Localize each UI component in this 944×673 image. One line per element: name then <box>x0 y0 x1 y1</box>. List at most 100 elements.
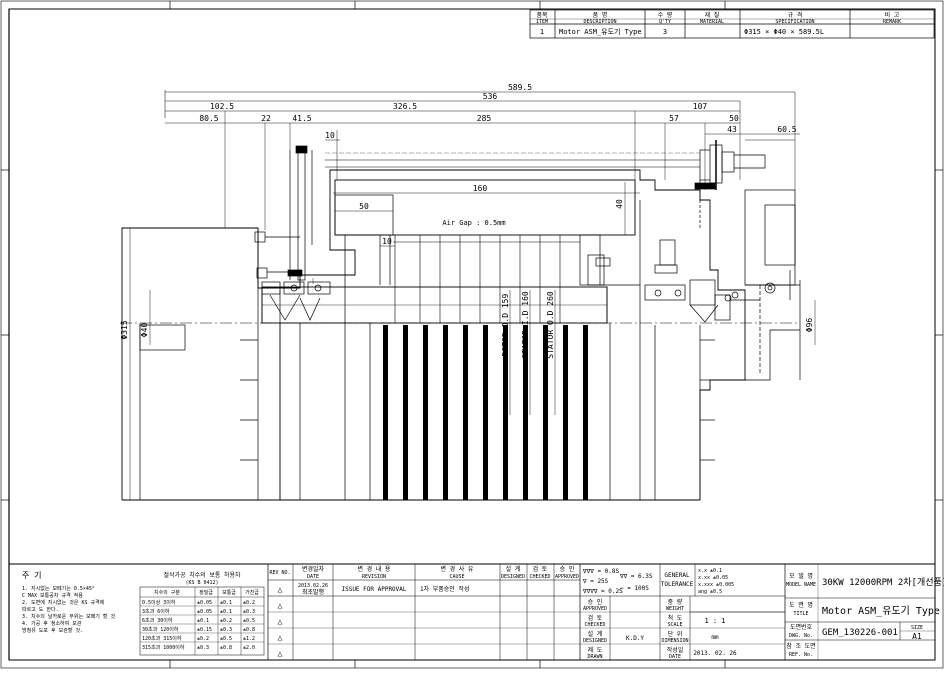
tolerance-subtitle: (KS B 0412) <box>185 580 218 586</box>
tolerance-header: 보통급 <box>222 590 236 596</box>
air-gap-note: Air Gap : 0.5mm <box>442 219 505 227</box>
tolerance-cell: 6초과 30이하 <box>142 617 173 624</box>
tolerance-header: 치수의 구분 <box>154 589 180 596</box>
tolerance-cell: ±0.15 <box>197 627 212 633</box>
note-line: 방청유 도포 후 보관할 것. <box>22 627 83 634</box>
weight-label-en: WEIGHT <box>666 606 684 612</box>
revision-text: ISSUE FOR APPROVAL <box>341 586 406 593</box>
revision-table <box>268 564 580 660</box>
dim-overall: 589.5 <box>508 83 532 92</box>
tolerance-cell: 3초과 6이하 <box>142 608 170 615</box>
dim-50-top: 50 <box>729 114 739 123</box>
drawn-label-en: DRAWN <box>587 654 602 660</box>
designed-label-ko: 설 계 <box>588 630 603 638</box>
dim-57: 57 <box>669 114 679 123</box>
model-name: 30KW 12000RPM 2차[개선품] <box>822 576 944 588</box>
model-label-ko: 모 델 명 <box>789 572 813 580</box>
dim-50: 50 <box>359 202 369 211</box>
parts-header-material-en: MATERIAL <box>700 19 724 25</box>
tolerance-cell: 315초과 1000이하 <box>142 644 185 651</box>
dimension-value: mm <box>711 634 719 641</box>
revision-header-approved-en: APPROVED <box>555 574 579 580</box>
ref-label-ko: 참 조 도면 <box>786 642 815 650</box>
parts-row-item: 1 <box>540 28 544 36</box>
size-value: A1 <box>912 632 922 641</box>
tolerance-header: 정밀급 <box>199 589 213 596</box>
parts-header-remark-en: REMARK <box>883 19 901 25</box>
drawing-title: Motor ASM_유도기 Type <box>822 605 940 617</box>
tolerance-title: 절삭가공 치수의 보통 허용차 <box>163 571 241 579</box>
dim-43: 43 <box>727 125 737 134</box>
note-line: 1. 지시없는 모떼기는 0.5×45° <box>22 585 95 592</box>
dwg-label-ko: 도면번호 <box>790 623 813 631</box>
revision-header-rev: REV NO. <box>269 570 290 576</box>
drawing-number: GEM_130226-001 <box>822 628 898 638</box>
dim-rotor-od: ROTOR O.D 159 <box>501 294 510 357</box>
general-tolerance-value: x.xxx ±0.005 <box>698 582 734 588</box>
note-line: C MAX 보통공차 규격 적용 <box>22 592 83 599</box>
dim-60-5: 60.5 <box>777 125 796 134</box>
general-notes: 주 기 1. 지시없는 모떼기는 0.5×45° C MAX 보통공차 규격 적… <box>22 571 115 634</box>
revision-header-date-ko: 변경일자 <box>302 565 325 573</box>
tolerance-cell: ±0.8 <box>243 627 255 633</box>
tolerance-table <box>139 586 265 656</box>
dim-phi96: Φ96 <box>805 318 814 333</box>
revision-rev-mark-empty: △ <box>278 633 283 642</box>
tolerance-cell: ±0.2 <box>197 636 209 642</box>
tolerance-cell: ±0.8 <box>220 645 232 651</box>
scale-label-en: SCALE <box>667 622 682 628</box>
title-label-ko: 도 면 명 <box>789 601 813 609</box>
revision-header-cause-en: CAUSE <box>449 574 464 580</box>
ref-label-en: REF. No. <box>789 652 813 658</box>
parts-header-desc-en: DESCRIPTION <box>583 19 616 25</box>
revision-header-designed-en: DESIGNED <box>501 574 525 580</box>
dim-80-5: 80.5 <box>199 114 218 123</box>
dim-326-5: 326.5 <box>393 102 417 111</box>
scale-label-ko: 척 도 <box>668 614 683 622</box>
dim-22: 22 <box>261 114 271 123</box>
tolerance-cell: ±1.2 <box>243 636 255 642</box>
designed-label-en: DESIGNED <box>583 638 607 644</box>
surface-finish-5: ∼ = 100S <box>620 585 649 592</box>
tolerance-cell: ±0.3 <box>197 645 209 651</box>
checked-label-ko: 검 토 <box>588 615 603 622</box>
notes-title: 주 기 <box>22 571 42 580</box>
surface-finish-3: ∇ = 25S <box>582 578 609 585</box>
motor-section-view <box>120 90 801 501</box>
tolerance-cell: ±0.1 <box>220 609 232 615</box>
stator-slots <box>383 325 588 500</box>
revision-rev-mark: △ <box>278 585 283 594</box>
approval-block <box>580 564 785 660</box>
revision-rev-mark-empty: △ <box>278 649 283 658</box>
dwg-label-en: DWG. No. <box>789 633 813 639</box>
surface-finish-1: ∇∇∇ = 0.8S <box>582 568 620 575</box>
parts-header-qty-ko: 수 량 <box>658 12 673 19</box>
tolerance-cell: ±0.2 <box>220 618 232 624</box>
title-block <box>785 564 935 660</box>
general-tolerance-label-en: TOLERANCE <box>661 581 694 588</box>
title-label-en: TITLE <box>793 611 808 617</box>
tolerance-cell: ±0.05 <box>197 609 212 615</box>
dim-phi315: Φ315 <box>120 320 129 339</box>
size-label: SIZE <box>911 625 923 631</box>
model-label-en: MODEL NAME <box>786 582 816 588</box>
dim-phi40: Φ40 <box>140 323 149 338</box>
dimension-label-ko: 단 위 <box>668 630 683 638</box>
tolerance-cell: ±0.2 <box>243 600 255 606</box>
dim-10a: 10 <box>325 131 335 140</box>
dimension-lines <box>129 91 816 500</box>
dim-536: 536 <box>483 92 498 101</box>
parts-header-item-en: ITEM <box>536 19 548 25</box>
dimension-label-en: DIMENSION <box>661 638 688 644</box>
parts-row-spec: Φ315 × Φ40 × 589.5L <box>744 28 824 36</box>
general-tolerance-value: x.xx ±0.05 <box>698 575 728 581</box>
drawn-label-ko: 제 도 <box>588 646 603 654</box>
parts-header-qty-en: Q'TY <box>659 19 671 25</box>
parts-header-spec-en: SPECIFICATION <box>775 19 814 25</box>
dim-stator-id: STATOR I.D 160 <box>521 291 530 359</box>
revision-date: 2013.02.26 <box>298 583 328 589</box>
tolerance-cell: ±0.1 <box>197 618 209 624</box>
tolerance-cell: ±0.5 <box>243 618 255 624</box>
